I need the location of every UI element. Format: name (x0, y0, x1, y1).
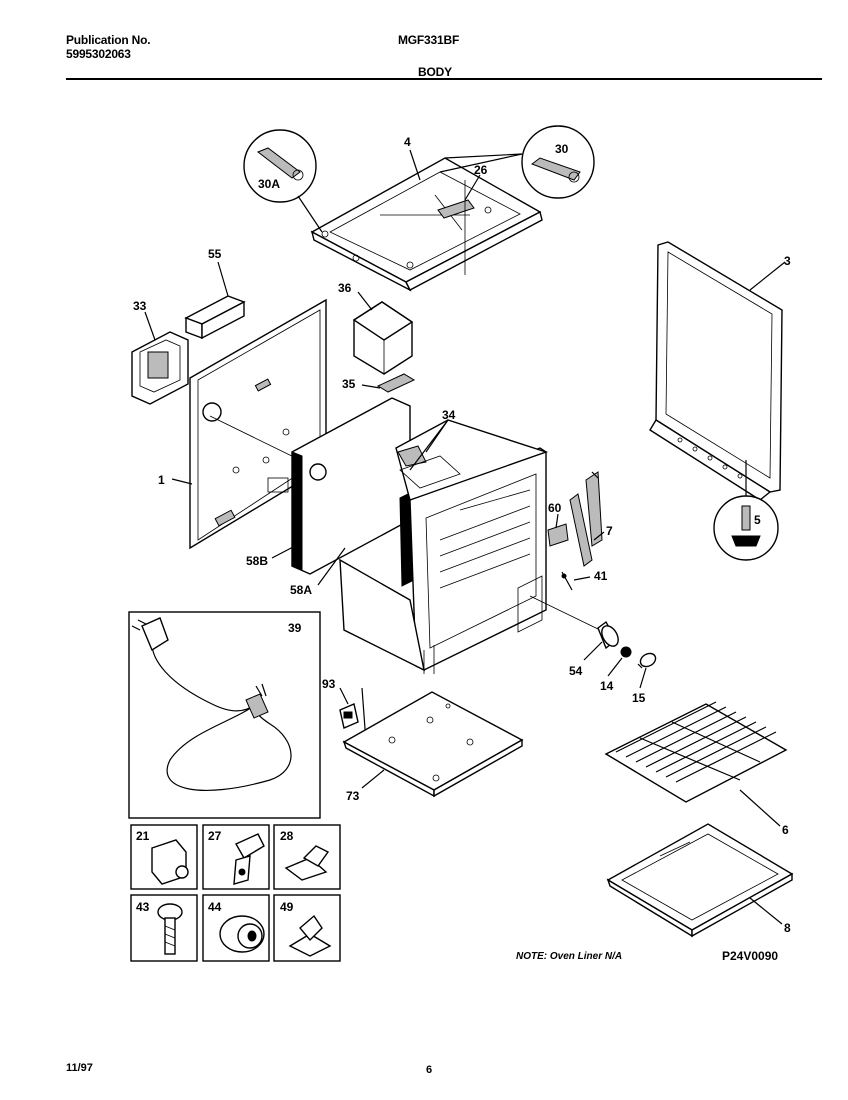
callout-5 (713, 460, 779, 561)
label-4: 4 (404, 135, 411, 149)
part-duct-36 (352, 301, 414, 375)
label-43: 43 (136, 900, 150, 914)
part-top-panel (310, 157, 543, 292)
leader-6 (739, 789, 781, 827)
label-36: 36 (338, 281, 352, 295)
part-bulb-14 (620, 646, 632, 658)
label-54: 54 (569, 664, 583, 678)
label-26: 26 (474, 163, 488, 177)
leader-55 (217, 261, 229, 297)
small-part-43 (130, 894, 198, 962)
leader-15 (639, 667, 647, 689)
label-8: 8 (784, 921, 791, 935)
label-15: 15 (632, 691, 646, 705)
callout-30a (243, 129, 323, 233)
label-93: 93 (322, 677, 336, 691)
socket-axis (529, 595, 601, 631)
callout-30 (439, 125, 595, 199)
leader-54 (583, 641, 603, 661)
label-49: 49 (280, 900, 294, 914)
leader-73 (361, 769, 385, 789)
leader-35 (361, 384, 381, 389)
section-title: BODY (418, 65, 452, 79)
part-shield-35 (376, 373, 416, 393)
part-screw-41 (561, 571, 573, 591)
small-part-27 (202, 824, 270, 890)
part-bottom-73 (342, 691, 524, 798)
label-28: 28 (280, 829, 294, 843)
part-door-frame (649, 241, 786, 501)
label-3: 3 (784, 254, 791, 268)
publication-label: Publication No. (66, 33, 151, 47)
label-35: 35 (342, 377, 356, 391)
part-power-cord-39 (128, 611, 321, 819)
label-30a: 30A (258, 177, 280, 191)
leader-26 (464, 174, 481, 201)
footer-date: 11/97 (66, 1062, 93, 1074)
label-39: 39 (288, 621, 302, 635)
leader-93 (339, 687, 349, 705)
leader-58b (271, 545, 296, 559)
label-30: 30 (555, 142, 569, 156)
leader-58a (317, 547, 346, 586)
leader-41 (573, 576, 591, 581)
label-1: 1 (158, 473, 165, 487)
label-58a: 58A (290, 583, 312, 597)
part-pan-8 (606, 823, 794, 938)
part-box-33 (131, 331, 189, 405)
leader-7 (593, 531, 605, 541)
model-number: MGF331BF (398, 33, 460, 47)
label-60: 60 (548, 501, 562, 515)
label-33: 33 (133, 299, 147, 313)
small-part-28 (273, 824, 341, 890)
part-rack-6 (604, 701, 788, 803)
label-58b: 58B (246, 554, 268, 568)
label-73: 73 (346, 789, 360, 803)
part-lens-15 (637, 652, 657, 669)
part-socket-54 (597, 620, 619, 650)
leader-14 (607, 657, 623, 677)
label-21: 21 (136, 829, 150, 843)
leader-1 (171, 478, 193, 485)
figure-code: P24V0090 (722, 949, 779, 963)
label-7: 7 (606, 524, 613, 538)
leader-60 (555, 513, 559, 529)
page-number: 6 (426, 1064, 433, 1076)
label-34: 34 (442, 408, 456, 422)
part-bracket-55 (184, 295, 246, 340)
label-6: 6 (782, 823, 789, 837)
label-14: 14 (600, 679, 614, 693)
label-41: 41 (594, 569, 608, 583)
leader-33 (144, 311, 156, 341)
small-part-21 (130, 824, 198, 890)
part-hinge-7 (569, 471, 603, 567)
small-part-44 (202, 894, 270, 962)
leader-4 (409, 149, 421, 181)
label-55: 55 (208, 247, 222, 261)
label-44: 44 (208, 900, 222, 914)
leader-34b (409, 419, 449, 471)
small-part-49 (273, 894, 341, 962)
header-rule (66, 78, 822, 80)
part-oven-body (339, 419, 549, 674)
label-5: 5 (754, 513, 761, 527)
leader-36 (357, 291, 373, 311)
leader-8 (749, 897, 783, 925)
label-27: 27 (208, 829, 222, 843)
oven-liner-note: NOTE: Oven Liner N/A (516, 951, 623, 962)
publication-number: 5995302063 (66, 47, 131, 61)
part-hinge-receiver-60 (547, 523, 569, 547)
